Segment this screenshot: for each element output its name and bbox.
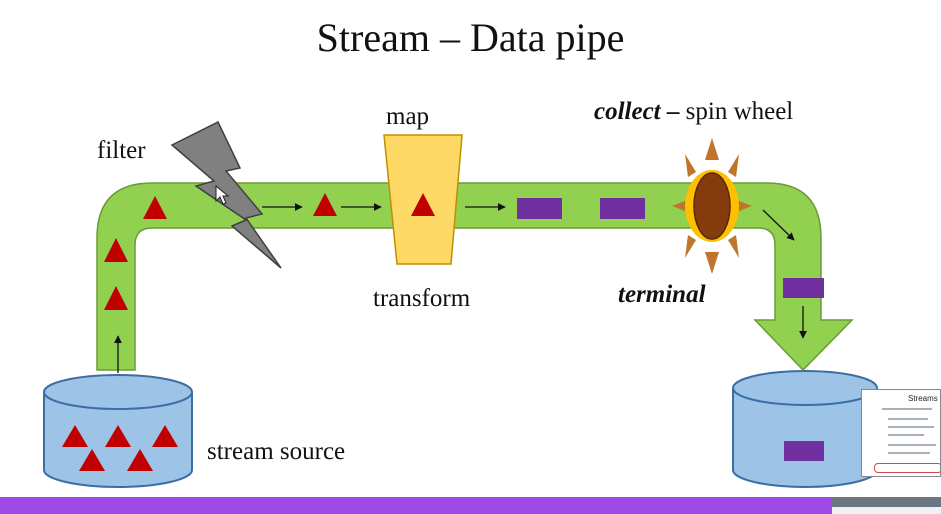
transform-label: transform xyxy=(373,285,471,312)
slide-title: Stream – Data pipe xyxy=(316,15,625,60)
stream-source-label: stream source xyxy=(207,438,346,465)
mouse-pointer-icon xyxy=(215,184,230,205)
slide-thumbnail[interactable]: Streams xyxy=(861,389,941,477)
source-triangles xyxy=(62,425,178,471)
spin-wheel-label: spin wheel xyxy=(685,98,794,125)
thumbnail-title: Streams xyxy=(908,394,938,403)
data-pipe xyxy=(96,182,854,372)
thumbnail-code-line xyxy=(888,418,928,420)
thumbnail-code-line xyxy=(888,444,936,446)
stream-destination-cylinder-icon xyxy=(732,370,878,488)
thumbnail-code-line xyxy=(888,426,934,428)
collect-label: collect – spin wheel xyxy=(594,98,793,126)
collect-keyword: collect xyxy=(594,98,661,125)
thumbnail-code-line xyxy=(888,434,924,436)
playback-progress-remaining[interactable] xyxy=(832,497,941,507)
terminal-label: terminal xyxy=(618,281,706,308)
collect-dash: – xyxy=(660,98,686,125)
collect-spin-wheel-icon xyxy=(672,138,752,274)
thumbnail-code-line xyxy=(882,408,932,410)
filter-label: filter xyxy=(97,137,146,164)
thumbnail-code-line xyxy=(888,452,930,454)
playback-progress-bar[interactable] xyxy=(0,497,832,514)
flow-arrows xyxy=(114,203,807,373)
pipe-triangles xyxy=(104,193,435,310)
mapped-rectangles xyxy=(517,198,824,461)
map-label: map xyxy=(386,103,430,130)
thumbnail-highlight xyxy=(874,463,940,473)
